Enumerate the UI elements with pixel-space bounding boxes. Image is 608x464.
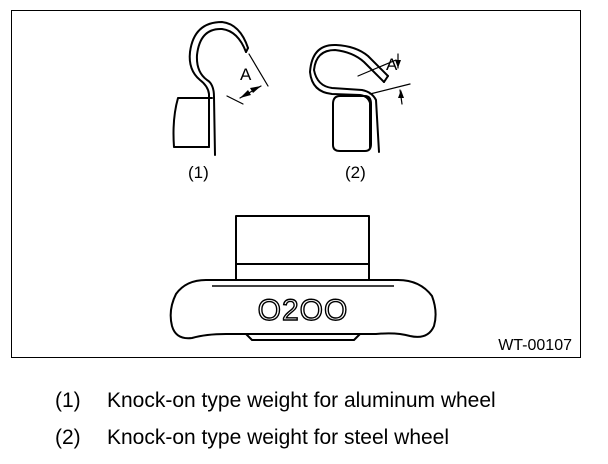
figure-frame	[11, 10, 581, 358]
legend-item-1: (1) Knock-on type weight for aluminum whe…	[55, 389, 496, 413]
legend-item-2: (2) Knock-on type weight for steel wheel	[55, 426, 449, 450]
figure-code: WT-00107	[498, 337, 572, 354]
balance-weight-drawing	[169, 215, 437, 341]
dimension-label-a-1: A	[240, 65, 252, 84]
aluminum-wheel-weight-drawing	[172, 21, 269, 156]
legend-text: Knock-on type weight for aluminum wheel	[107, 389, 496, 412]
part1-label: (1)	[188, 163, 209, 182]
legend-number: (2)	[55, 426, 81, 449]
weight-marking: O2OO	[258, 294, 349, 327]
legend-text: Knock-on type weight for steel wheel	[107, 426, 450, 449]
legend-number: (1)	[55, 389, 81, 412]
part2-label: (2)	[345, 163, 366, 182]
steel-wheel-weight-drawing	[309, 43, 411, 153]
dimension-label-a-2: A	[386, 55, 398, 74]
